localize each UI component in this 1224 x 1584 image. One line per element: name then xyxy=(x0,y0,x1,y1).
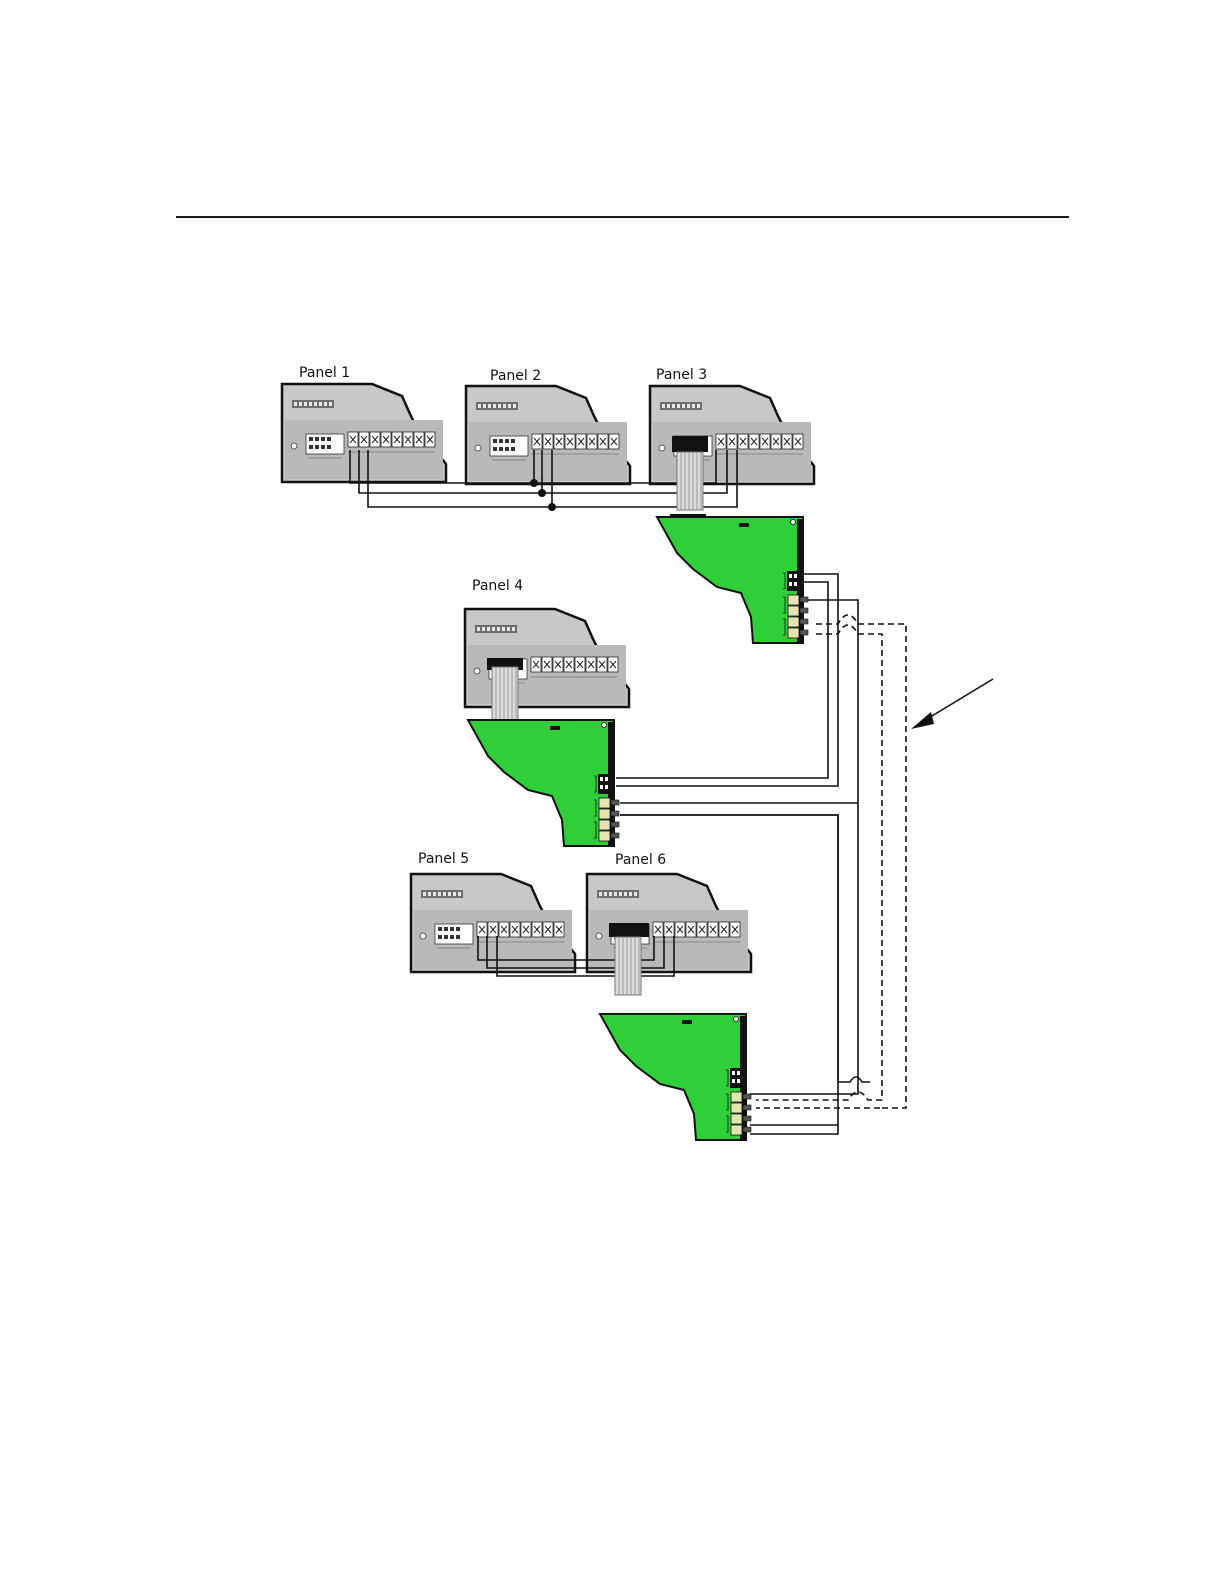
panel-4-label: Panel 4 xyxy=(472,578,523,594)
panel-1-label: Panel 1 xyxy=(299,365,350,381)
panel-1: Panel 1 xyxy=(282,365,446,482)
panel-5-label: Panel 5 xyxy=(418,851,469,867)
network-cable-dashed xyxy=(756,615,906,1108)
panel-6: Panel 6 xyxy=(587,852,751,972)
network-card-panel-3 xyxy=(657,517,808,643)
network-card-panel-6 xyxy=(600,1014,751,1140)
panel-6-label: Panel 6 xyxy=(615,852,666,868)
network-card-panel-4 xyxy=(468,720,619,846)
callout-arrow xyxy=(911,679,993,729)
panel-5: Panel 5 xyxy=(411,851,575,972)
panel-4: Panel 4 xyxy=(465,578,629,707)
panel-3-label: Panel 3 xyxy=(656,367,707,383)
panel-2-label: Panel 2 xyxy=(490,368,541,384)
panel-3: Panel 3 xyxy=(650,367,814,484)
panel-2: Panel 2 xyxy=(466,368,630,484)
